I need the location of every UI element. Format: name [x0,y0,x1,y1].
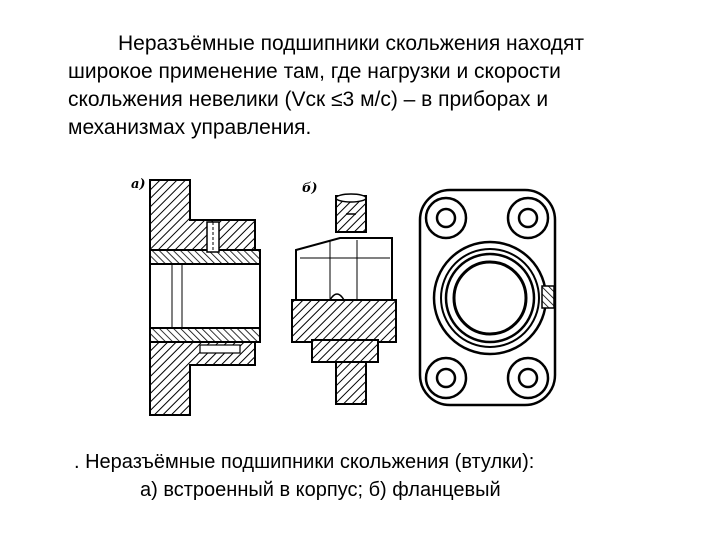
drawing-b-flanged-bushing-section: б) [291,181,397,405]
caption-line-2: а) встроенный в корпус; б) фланцевый [140,479,501,501]
intro-line-2: широкое применение там, где нагрузки и с… [68,60,561,83]
intro-line-4: механизмах управления. [68,116,312,139]
figure-caption: . Неразъёмные подшипники скольжения (вту… [74,448,694,504]
bearing-drawings: а) б) [131,177,557,416]
drawing-b-flanged-bushing-end-view [418,188,557,407]
label-b: б) [302,181,318,196]
caption-line-1: . Неразъёмные подшипники скольжения (вту… [74,451,535,473]
intro-line-1: Неразъёмные подшипники скольжения находя… [118,32,585,55]
label-a: а) [131,177,146,192]
intro-paragraph: Неразъёмные подшипники скольжения находя… [68,30,688,142]
drawing-a-built-in-bushing: а) [131,177,261,416]
intro-line-3: скольжения невелики (Vск ≤3 м/с) – в при… [68,88,549,111]
